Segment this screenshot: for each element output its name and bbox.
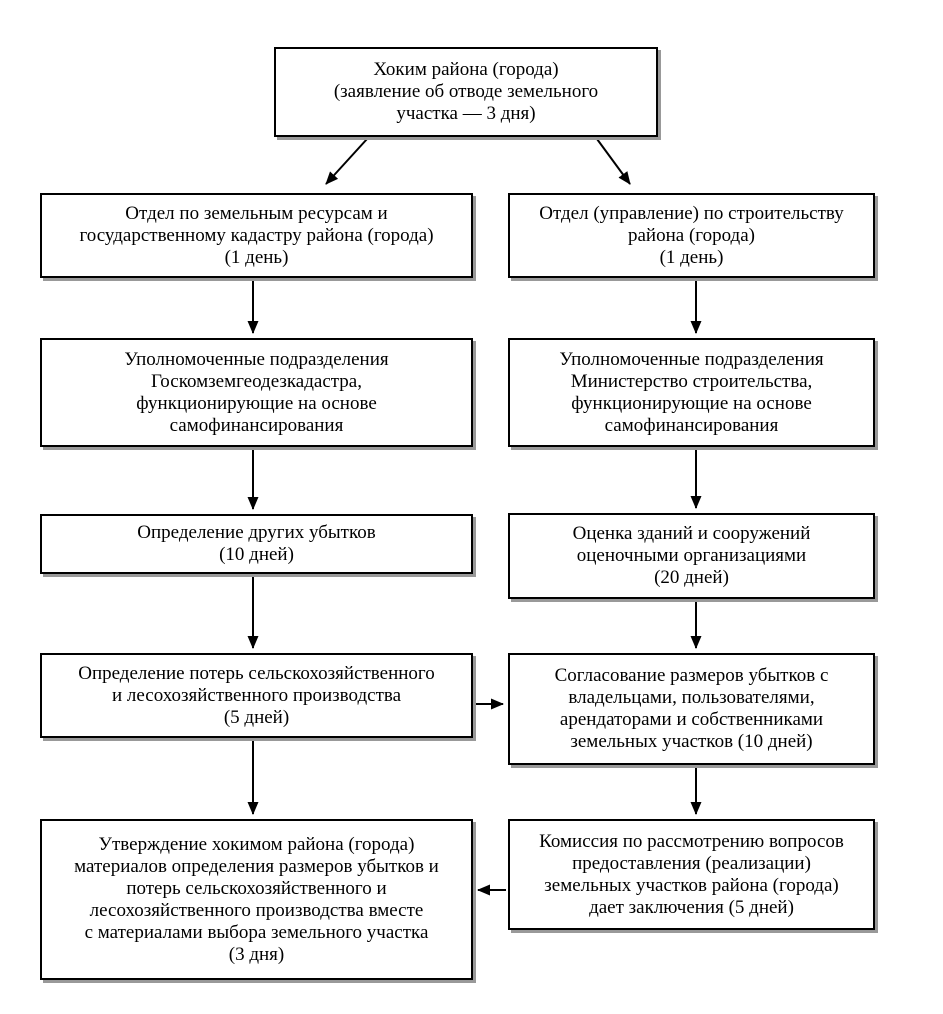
arrow-top-to-land-dept xyxy=(325,138,368,185)
node-otsenka-zdaniy-sooruzheniy: Оценка зданий и сооружений оценочными ор… xyxy=(508,513,875,599)
node-khokim-rayona: Хоким района (города) (заявление об отво… xyxy=(274,47,658,137)
node-utverzhdenie-khokimom: Утверждение хокимом района (города) мате… xyxy=(40,819,473,980)
node-komissiya-zaklyucheniya: Комиссия по рассмотрению вопросов предос… xyxy=(508,819,875,930)
node-opredelenie-poter-selkhoz: Определение потерь сельскохозяйственного… xyxy=(40,653,473,738)
node-podrazdeleniya-goskomzemgeodezkadastra: Уполномоченные подразделения Госкомземге… xyxy=(40,338,473,447)
node-soglasovanie-razmerov-ubytkov: Согласование размеров убытков с владельц… xyxy=(508,653,875,765)
node-opredelenie-drugikh-ubytkov: Определение других убытков (10 дней) xyxy=(40,514,473,574)
node-otdel-zemelnye-resursy: Отдел по земельным ресурсам и государств… xyxy=(40,193,473,278)
arrow-top-to-construction-dept xyxy=(596,138,631,185)
node-podrazdeleniya-ministerstvo-stroitelstva: Уполномоченные подразделения Министерств… xyxy=(508,338,875,447)
node-otdel-stroitelstvo: Отдел (управление) по строительству райо… xyxy=(508,193,875,278)
